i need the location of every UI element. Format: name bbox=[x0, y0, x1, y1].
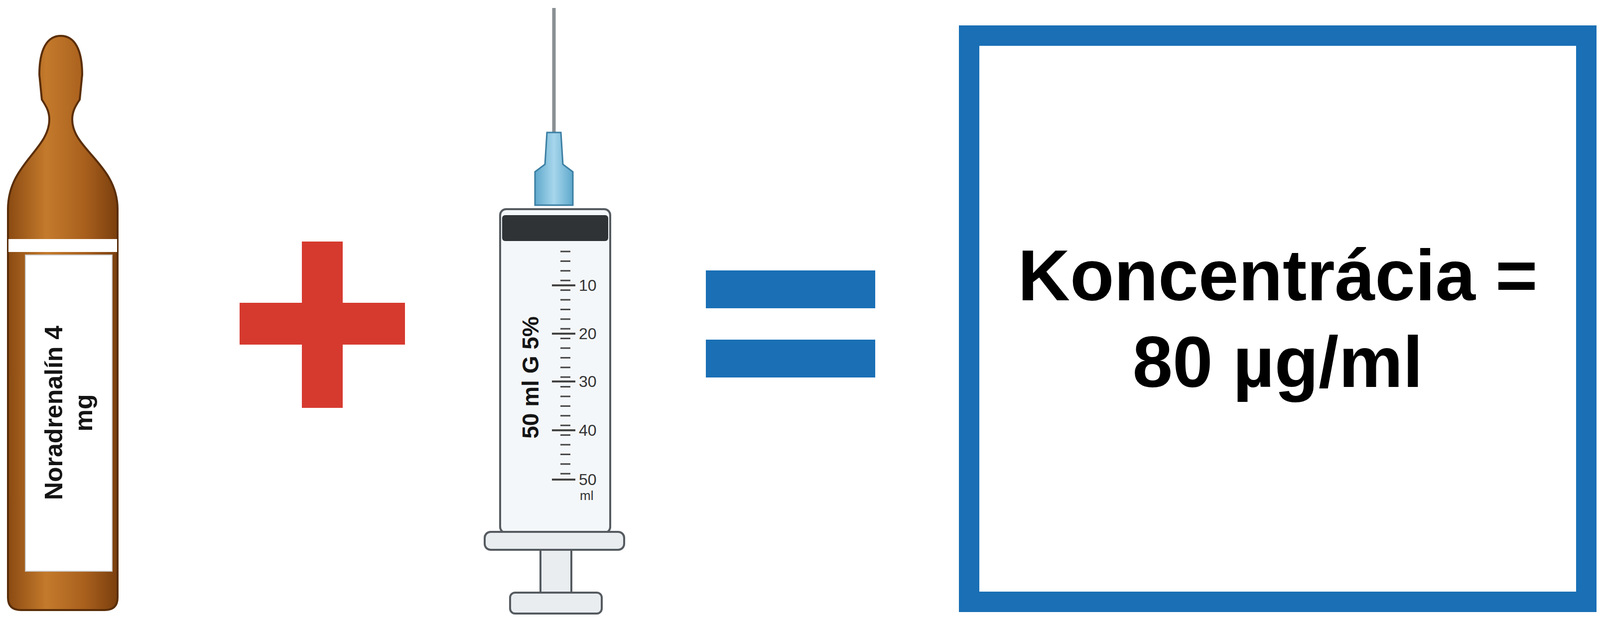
scale-number: 10 bbox=[578, 277, 597, 294]
scale-tick bbox=[560, 414, 571, 417]
scale-tick bbox=[560, 269, 571, 272]
scale-number: 20 bbox=[578, 325, 597, 342]
scale-tick bbox=[560, 328, 571, 330]
scale-tick bbox=[560, 376, 571, 379]
equals-sign bbox=[705, 339, 876, 378]
scale-tick bbox=[560, 396, 571, 398]
plus-sign bbox=[301, 241, 343, 408]
scale-tick bbox=[560, 357, 571, 359]
syringe-flange bbox=[484, 532, 625, 550]
label-text: Noradrenalín 4 mg bbox=[38, 308, 99, 518]
scale-number: ml bbox=[579, 489, 594, 503]
scale-number: 30 bbox=[578, 373, 597, 390]
scale-tick bbox=[560, 424, 571, 427]
scale-tick bbox=[560, 453, 571, 456]
scale-tick bbox=[560, 299, 571, 301]
scale-tick bbox=[551, 332, 576, 335]
scale-number: 40 bbox=[578, 422, 597, 439]
scale-number: 50 bbox=[578, 471, 597, 488]
scale-tick bbox=[551, 284, 576, 287]
needle bbox=[552, 7, 556, 136]
needle-hub bbox=[534, 132, 573, 206]
scale-tick bbox=[560, 386, 571, 388]
plunger-stopper bbox=[502, 215, 609, 242]
scale-tick bbox=[560, 337, 571, 340]
ampoule-label: Noradrenalín 4 mg bbox=[25, 255, 113, 572]
ampoule-label-sticker bbox=[25, 255, 113, 572]
scale-tick bbox=[560, 366, 571, 369]
scale-ticks bbox=[551, 251, 576, 480]
plunger-thumb bbox=[510, 592, 602, 614]
syringe-barrel-outline bbox=[500, 209, 611, 534]
scale-tick bbox=[560, 279, 571, 282]
scale-tick bbox=[560, 260, 571, 263]
ampoule-band bbox=[8, 239, 118, 253]
scale-tick bbox=[560, 463, 571, 465]
scale-tick bbox=[560, 434, 571, 436]
scale-tick bbox=[551, 429, 576, 432]
scale-tick bbox=[560, 405, 571, 407]
equals-sign bbox=[705, 270, 876, 309]
scale-tick bbox=[551, 380, 576, 383]
scale-tick bbox=[560, 318, 571, 320]
result-text: Koncentrácia = 80 µg/ml bbox=[1004, 232, 1552, 406]
result-box: Koncentrácia = 80 µg/ml bbox=[958, 25, 1597, 613]
scale-tick bbox=[551, 478, 576, 481]
plunger-rod bbox=[540, 549, 572, 594]
ampoule-glass bbox=[7, 35, 118, 611]
scale-tick bbox=[560, 289, 571, 291]
scale-tick bbox=[560, 444, 571, 446]
scale-tick bbox=[560, 347, 571, 350]
scale-tick bbox=[560, 473, 571, 475]
label-text: 50 ml G 5% bbox=[517, 316, 545, 439]
scale-tick bbox=[560, 251, 571, 253]
scale-tick bbox=[560, 308, 571, 311]
